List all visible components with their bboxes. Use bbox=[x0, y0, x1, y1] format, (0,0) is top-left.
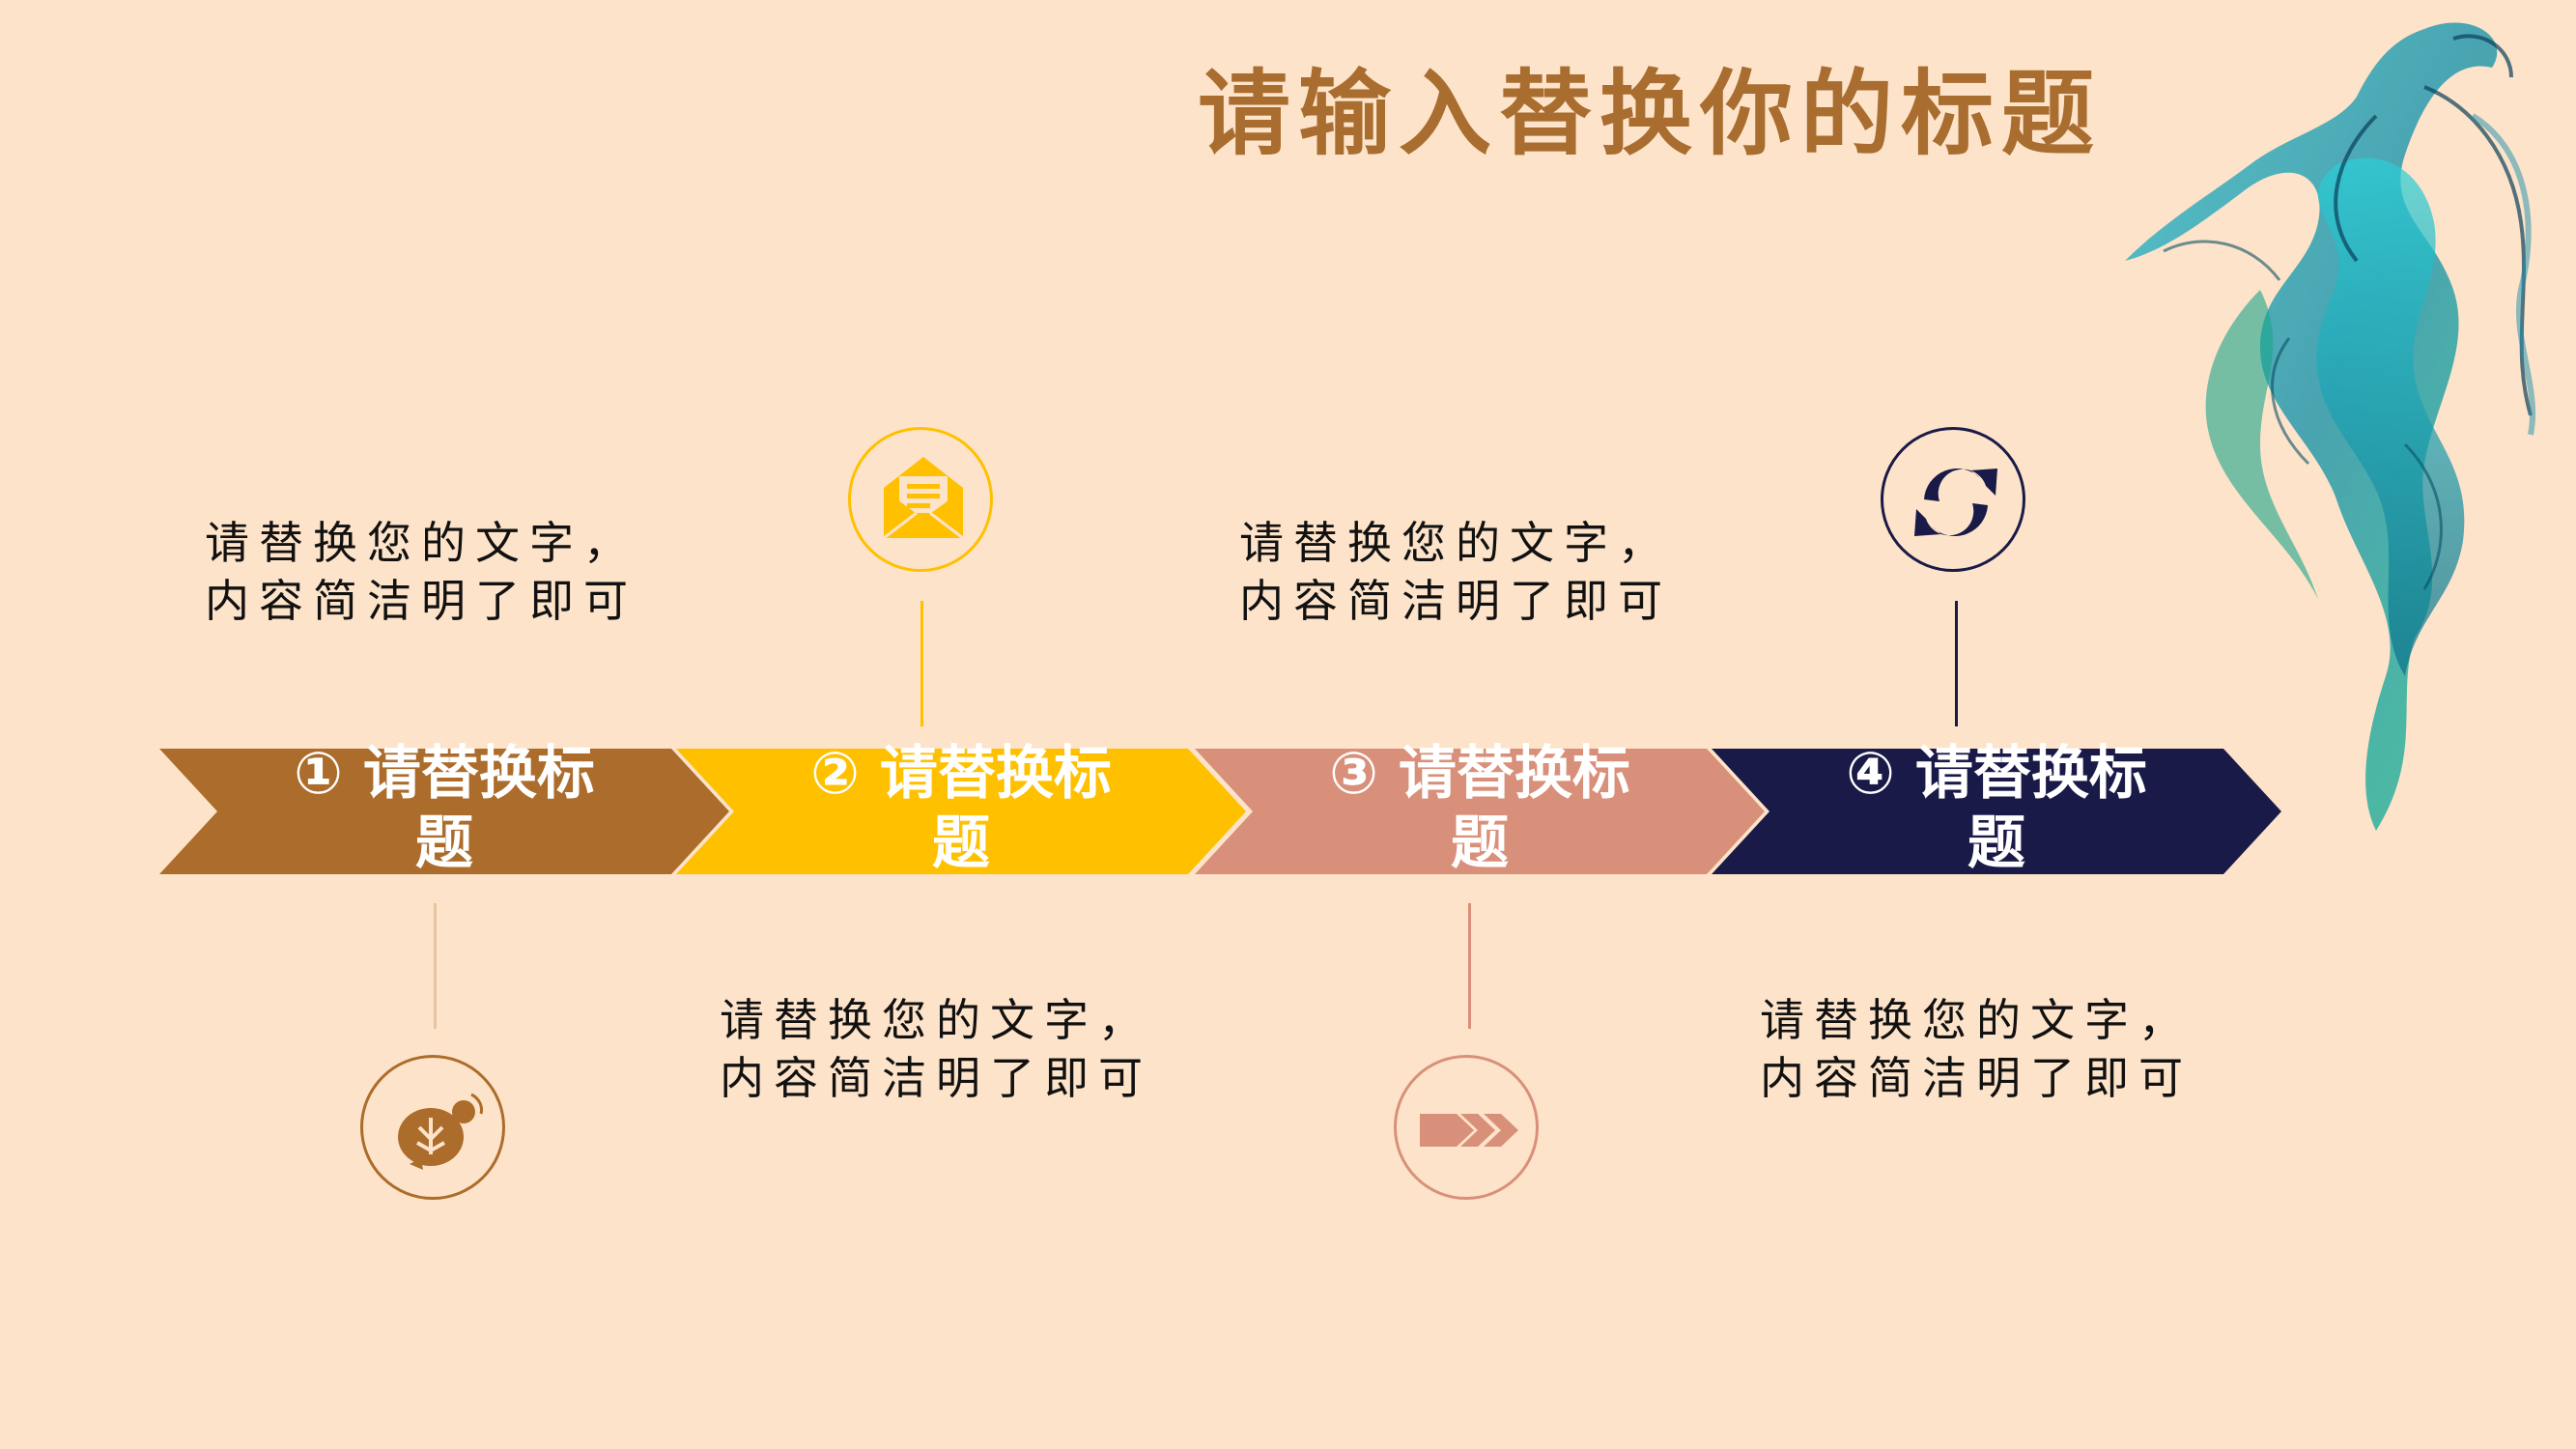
step-arrow-3: ③ 请替换标题 bbox=[1195, 740, 1765, 877]
connector-line-4 bbox=[1955, 601, 1958, 726]
step-description-2: 请替换您的文字，内容简洁明了即可 bbox=[720, 994, 1152, 1104]
step-icon-circle-2 bbox=[848, 427, 993, 572]
arrow-shape-1 bbox=[159, 749, 729, 874]
step-label-4: ④ 请替换标题 bbox=[1846, 740, 2147, 877]
connector-line-1 bbox=[434, 903, 437, 1029]
arrow-shape-4 bbox=[1712, 749, 2281, 874]
step-icon-circle-1 bbox=[360, 1055, 505, 1200]
arrow-shape-3 bbox=[1195, 749, 1765, 874]
step-arrow-2: ② 请替换标题 bbox=[676, 740, 1246, 877]
step-arrow-4: ④ 请替换标题 bbox=[1712, 740, 2281, 877]
step-icon-circle-3 bbox=[1394, 1055, 1539, 1200]
refresh-icon bbox=[1914, 469, 1997, 536]
envelope-icon bbox=[883, 457, 964, 540]
step-icon-circle-4 bbox=[1881, 427, 2025, 572]
step-label-3: ③ 请替换标题 bbox=[1329, 740, 1630, 877]
ink-smoke-decoration bbox=[2125, 22, 2536, 832]
slide-title: 请输入替换你的标题 bbox=[1198, 60, 2102, 168]
arrow-shape-2 bbox=[676, 749, 1246, 874]
step-description-1: 请替换您的文字，内容简洁明了即可 bbox=[205, 517, 637, 627]
step-label-1: ① 请替换标题 bbox=[294, 740, 595, 877]
step-description-4: 请替换您的文字，内容简洁明了即可 bbox=[1760, 994, 2193, 1104]
triple-chevron-icon bbox=[1420, 1114, 1518, 1147]
lightbulb-icon bbox=[398, 1093, 483, 1170]
step-label-2: ② 请替换标题 bbox=[810, 740, 1112, 877]
connector-line-2 bbox=[920, 601, 923, 726]
connector-line-3 bbox=[1468, 903, 1471, 1029]
step-arrow-1: ① 请替换标题 bbox=[159, 740, 729, 877]
step-description-3: 请替换您的文字，内容简洁明了即可 bbox=[1239, 517, 1672, 627]
